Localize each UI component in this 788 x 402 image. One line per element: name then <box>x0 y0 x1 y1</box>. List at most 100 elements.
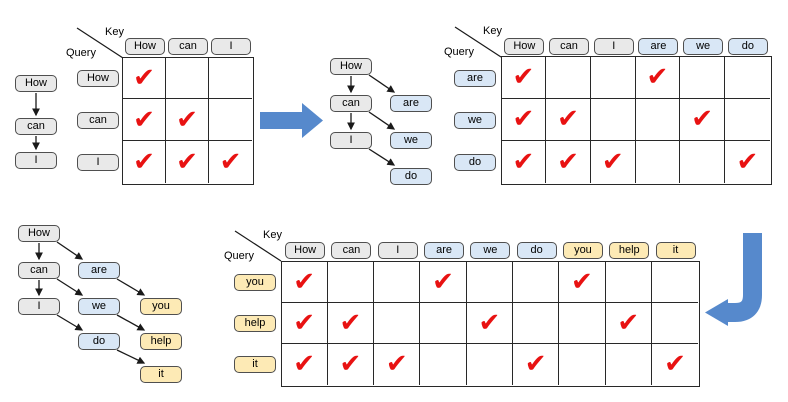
tree-arrow <box>56 314 84 331</box>
key-header-box: can <box>331 242 372 259</box>
key-header-box: we <box>683 38 724 55</box>
key-header-box: it <box>655 242 696 259</box>
tree-arrow <box>368 148 396 166</box>
check-icon: ✔ <box>293 307 316 338</box>
matrix-cell <box>559 302 606 344</box>
key-header-box: I <box>593 38 634 55</box>
token-node-I: I <box>18 298 60 315</box>
query-label-box: can <box>77 112 119 130</box>
check-icon: ✔ <box>617 307 640 338</box>
matrix-cell <box>590 98 636 141</box>
matrix-cell <box>590 56 636 99</box>
check-icon: ✔ <box>664 349 686 379</box>
diagonal-line <box>234 230 282 262</box>
elbow-arrow-head <box>705 299 728 326</box>
tree-arrow <box>116 349 146 364</box>
matrix-cell: ✔ <box>327 302 375 344</box>
token-node-How: How <box>15 75 57 92</box>
tree-arrow <box>368 111 396 130</box>
matrix-cell: ✔ <box>546 98 591 141</box>
matrix-cell <box>636 140 681 183</box>
matrix-cell <box>635 98 681 141</box>
check-icon: ✔ <box>176 104 198 135</box>
check-icon: ✔ <box>176 146 198 177</box>
matrix-cell <box>651 303 699 344</box>
matrix-cell: ✔ <box>605 302 652 344</box>
matrix-cell: ✔ <box>209 141 252 183</box>
matrix-cell <box>374 302 421 344</box>
attention-grid-mask-3x6: ✔✔✔✔✔✔✔✔✔ <box>500 55 772 185</box>
matrix-cell: ✔ <box>680 98 725 141</box>
token-node-you: you <box>140 298 182 315</box>
matrix-cell <box>209 99 252 141</box>
check-icon: ✔ <box>133 146 155 177</box>
query-label-box: How <box>77 70 119 88</box>
matrix-cell <box>513 302 560 344</box>
matrix-cell: ✔ <box>281 302 328 344</box>
token-node-we: we <box>78 298 120 315</box>
matrix-cell: ✔ <box>420 261 467 303</box>
matrix-cell <box>606 343 652 385</box>
check-icon: ✔ <box>478 307 501 338</box>
matrix-cell: ✔ <box>374 343 421 385</box>
key-header-box: can <box>549 38 590 55</box>
attention-grid-mask-3x3: ✔✔✔✔✔✔ <box>122 56 254 185</box>
matrix-cell: ✔ <box>513 343 560 385</box>
token-node-can: can <box>15 118 57 135</box>
matrix-cell <box>513 261 560 303</box>
check-icon: ✔ <box>557 104 579 134</box>
diagonal-line <box>454 26 502 58</box>
matrix-cell: ✔ <box>123 140 166 183</box>
matrix-cell: ✔ <box>466 302 513 344</box>
query-axis-label: Query <box>444 46 474 58</box>
key-header-box: are <box>424 242 465 259</box>
matrix-cell: ✔ <box>652 344 698 385</box>
matrix-cell <box>605 261 652 303</box>
key-query-divider <box>76 27 124 59</box>
check-icon: ✔ <box>432 266 454 297</box>
token-node-do: do <box>78 333 120 350</box>
matrix-cell: ✔ <box>546 140 591 183</box>
matrix-cell <box>680 56 725 99</box>
key-header-box: can <box>168 38 208 55</box>
elbow-arrow-shaft <box>728 233 762 322</box>
matrix-cell <box>680 140 725 183</box>
matrix-cell <box>651 262 699 303</box>
key-query-divider <box>454 26 502 58</box>
query-label-box: are <box>454 69 496 87</box>
check-icon: ✔ <box>293 349 316 379</box>
key-header-box: How <box>285 242 326 259</box>
check-icon: ✔ <box>133 62 155 93</box>
query-label-box: do <box>454 153 496 171</box>
token-node-we: we <box>390 132 432 149</box>
matrix-cell <box>374 261 421 303</box>
key-axis-label: Key <box>483 25 502 37</box>
key-header-box: I <box>211 38 251 55</box>
check-icon: ✔ <box>512 146 535 177</box>
token-node-do: do <box>390 168 432 185</box>
token-node-are: are <box>390 95 432 112</box>
query-axis-label: Query <box>224 250 254 262</box>
query-label-box: we <box>454 111 496 129</box>
matrix-cell: ✔ <box>502 140 547 183</box>
token-node-are: are <box>78 262 120 279</box>
matrix-cell: ✔ <box>635 56 681 99</box>
matrix-cell <box>420 343 467 385</box>
check-icon: ✔ <box>293 266 316 297</box>
check-icon: ✔ <box>339 307 362 338</box>
key-header-box: do <box>516 242 557 259</box>
matrix-cell: ✔ <box>123 57 166 100</box>
tree-arrow <box>116 278 146 296</box>
token-node-How: How <box>18 225 60 242</box>
check-icon: ✔ <box>385 349 408 379</box>
token-node-can: can <box>330 95 372 112</box>
key-header-box: How <box>125 38 165 55</box>
right-block-arrow-icon <box>260 103 323 138</box>
key-axis-label: Key <box>105 26 124 38</box>
token-node-I: I <box>330 132 372 149</box>
